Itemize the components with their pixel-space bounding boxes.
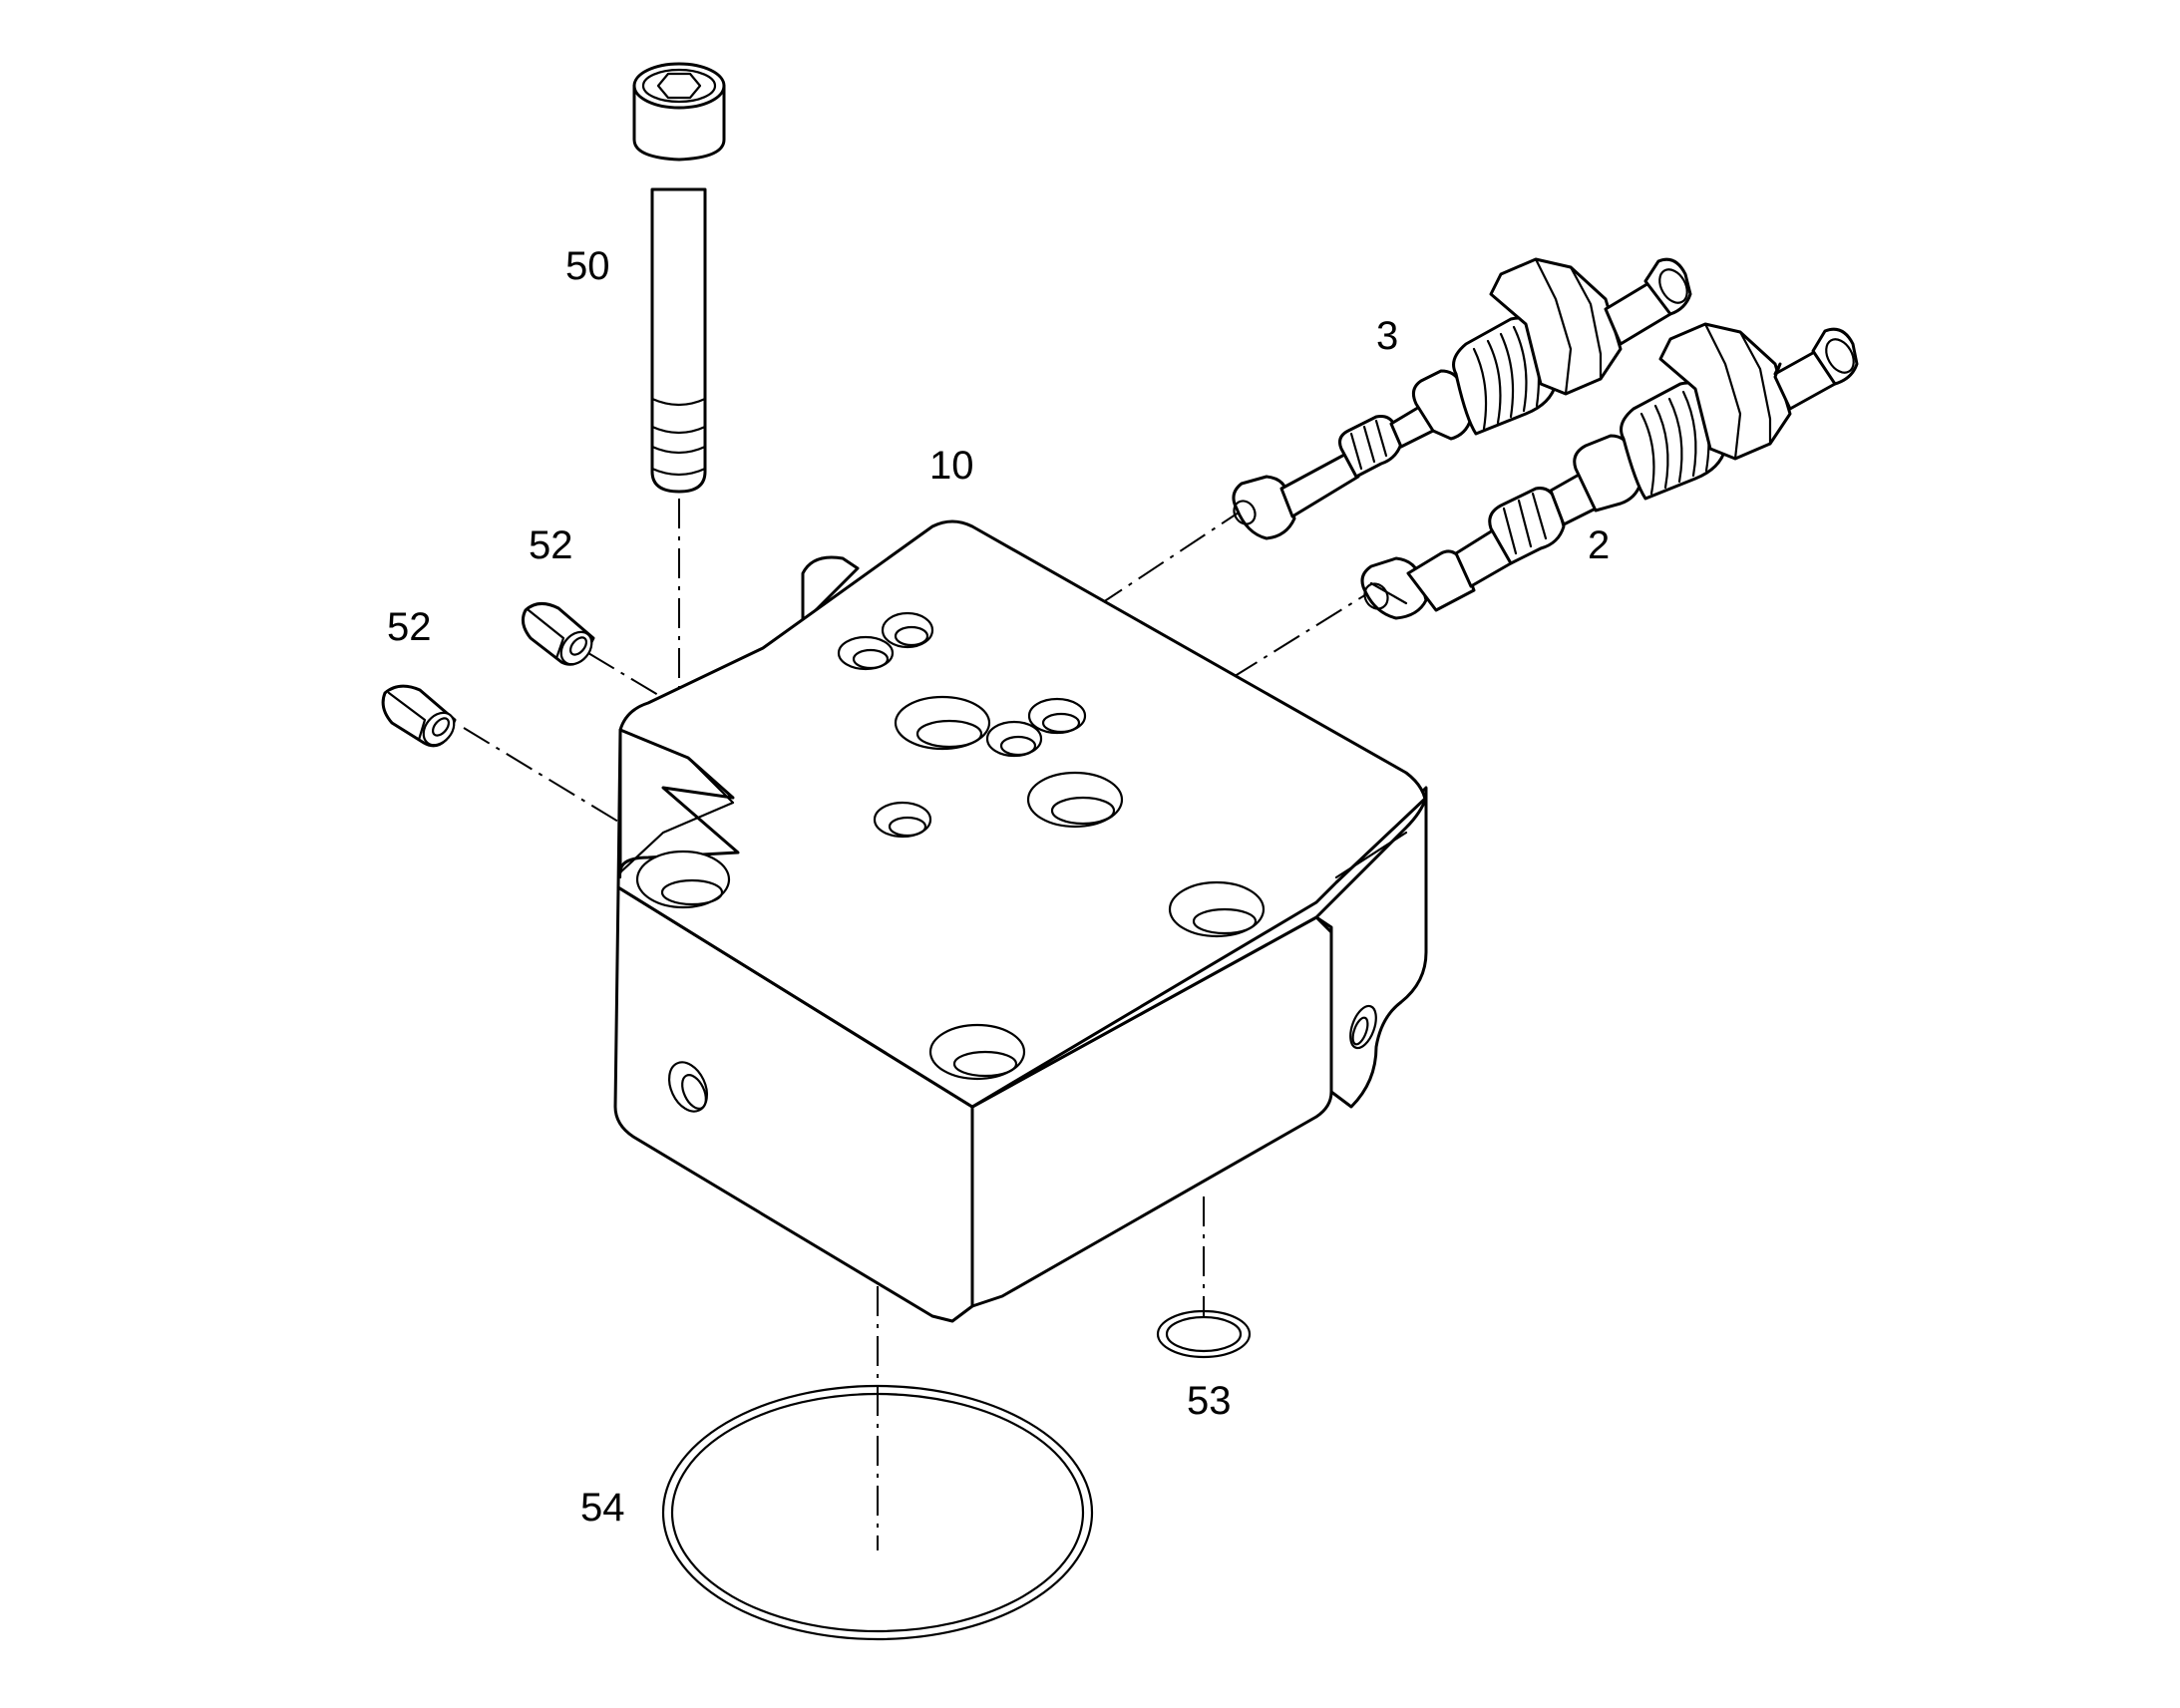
plug-part-52-lower: [381, 684, 457, 748]
valve-block-part-10: [613, 519, 1428, 1323]
callout-2: 2: [1588, 523, 1610, 567]
block-side-holes: [667, 1004, 1377, 1113]
o-ring-part-54: [661, 1384, 1094, 1641]
callout-53: 53: [1187, 1379, 1232, 1423]
callout-10: 10: [929, 444, 974, 488]
cartridge-valve-part-3: [1232, 257, 1692, 540]
cap-screw-part-50: [632, 62, 726, 494]
block-port-holes: [635, 611, 1266, 1081]
callout-50: 50: [565, 244, 610, 288]
plug-part-52-upper: [521, 602, 595, 666]
callout-52-lower: 52: [387, 605, 432, 649]
callout-52-upper: 52: [529, 523, 573, 567]
cartridge-valve-part-2: [1360, 322, 1859, 620]
o-ring-part-53: [1156, 1309, 1252, 1359]
callout-54: 54: [580, 1486, 625, 1530]
callout-labels: 50 3 10 52 52 2 53 54: [387, 244, 1610, 1530]
callout-3: 3: [1376, 314, 1398, 358]
